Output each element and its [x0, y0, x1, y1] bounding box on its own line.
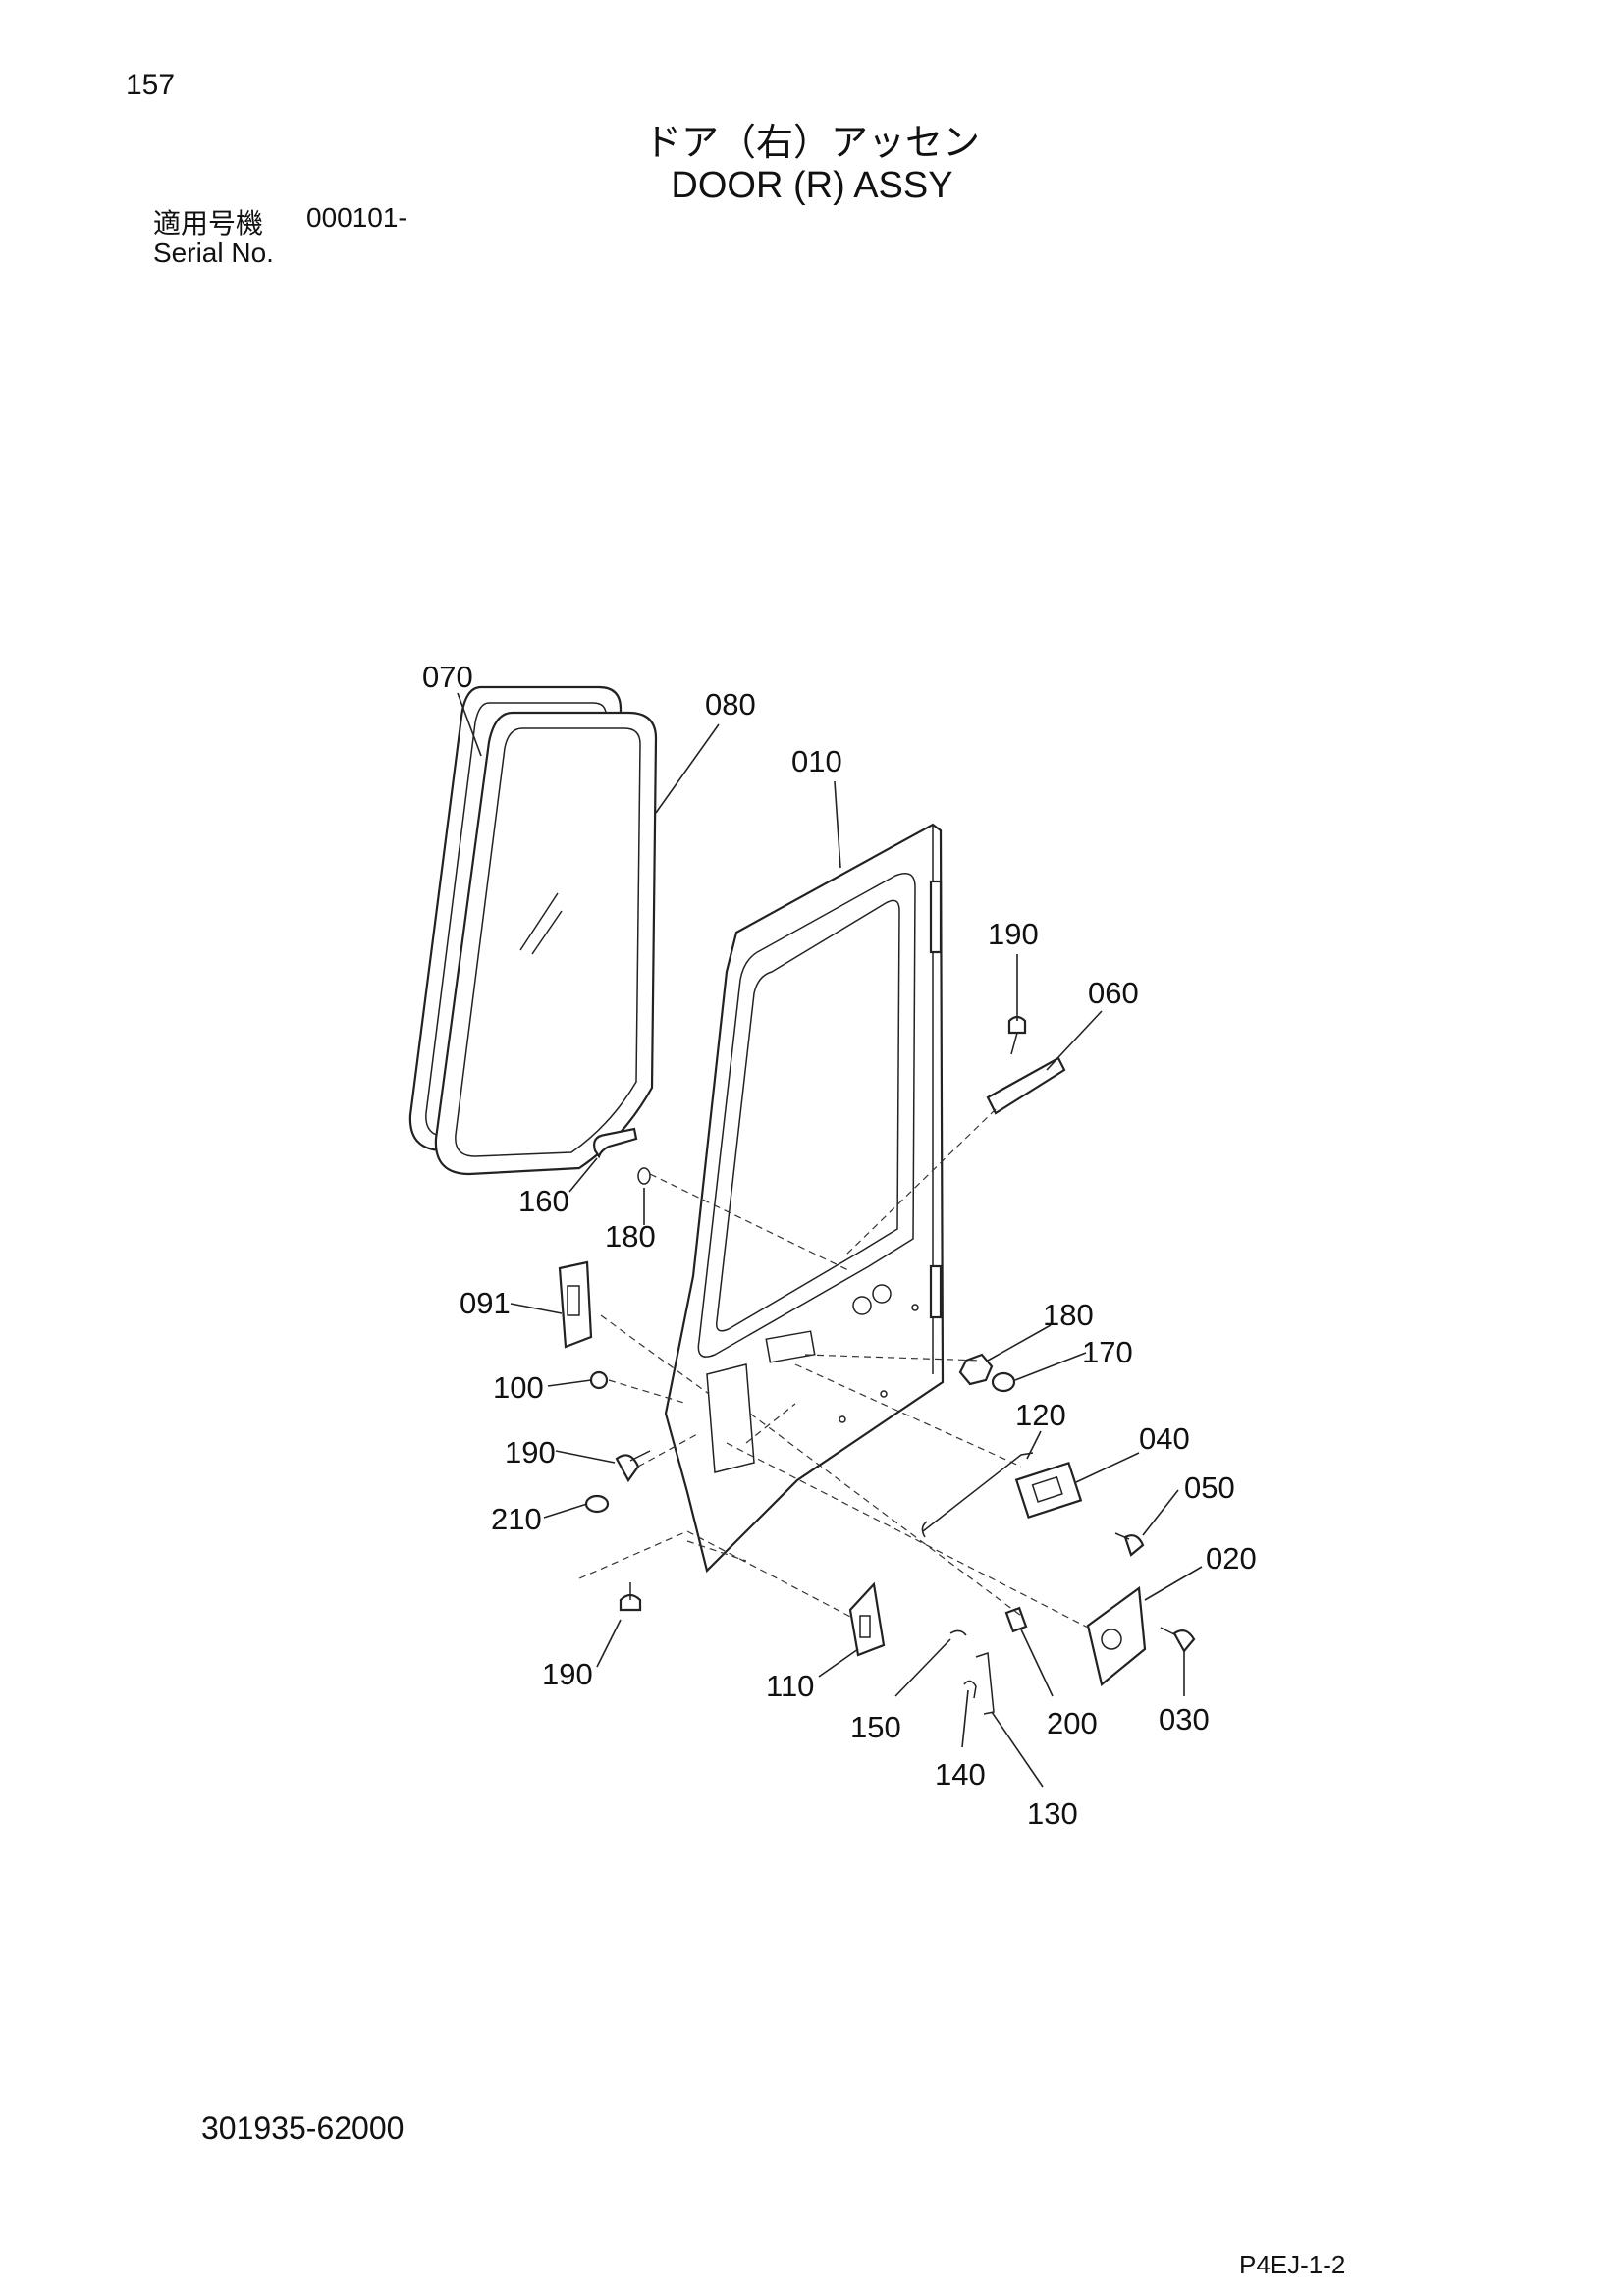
callout-150: 150	[850, 1710, 901, 1744]
callout-200: 200	[1047, 1706, 1098, 1740]
callout-020: 020	[1206, 1541, 1257, 1575]
callout-070: 070	[422, 660, 473, 694]
small-parts	[558, 1015, 1196, 1715]
leader-lines	[457, 692, 1203, 1788]
callout-120: 120	[1015, 1398, 1066, 1432]
serial-label-japanese: 適用号機	[153, 207, 264, 240]
serial-label-english: Serial No.	[153, 238, 274, 268]
callout-010: 010	[791, 744, 842, 778]
window-glass	[434, 711, 658, 1176]
callout-110: 110	[766, 1669, 814, 1703]
callout-190-middle: 190	[505, 1435, 556, 1469]
callout-160: 160	[518, 1184, 569, 1218]
callout-180-lower: 180	[1043, 1298, 1094, 1332]
page-number: 157	[126, 69, 176, 101]
callout-170: 170	[1082, 1335, 1133, 1369]
drawing-number: 301935-62000	[201, 2110, 405, 2146]
assembly-dashed-lines	[578, 1108, 1093, 1630]
callout-080: 080	[705, 687, 756, 721]
callout-190-lower: 190	[542, 1657, 593, 1691]
callout-labels: 070 080 010 190 060 160 180 091 180 170 …	[422, 660, 1257, 1831]
title-japanese: ドア（右）アッセン	[643, 121, 980, 164]
page-reference: P4EJ-1-2	[1239, 2250, 1346, 2279]
callout-091: 091	[460, 1286, 511, 1320]
callout-210: 210	[491, 1502, 542, 1536]
title-english: DOOR (R) ASSY	[671, 165, 953, 206]
callout-060: 060	[1088, 976, 1139, 1010]
callout-190-upper: 190	[988, 917, 1039, 951]
callout-130: 130	[1027, 1796, 1078, 1831]
callout-040: 040	[1139, 1421, 1190, 1456]
callout-100: 100	[493, 1370, 544, 1405]
callout-180-upper: 180	[605, 1219, 656, 1254]
callout-050: 050	[1184, 1470, 1235, 1505]
door-frame	[664, 823, 945, 1574]
callout-140: 140	[935, 1757, 986, 1791]
callout-030: 030	[1159, 1702, 1210, 1736]
serial-value: 000101-	[306, 202, 407, 233]
